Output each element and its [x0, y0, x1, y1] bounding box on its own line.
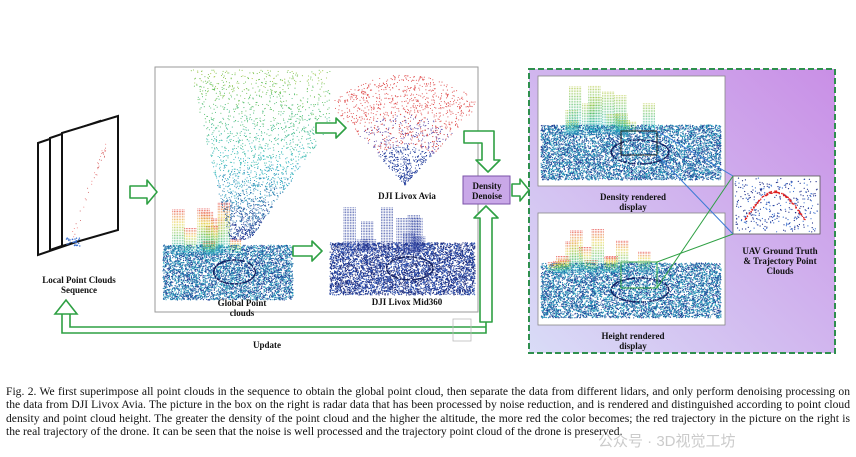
zoom-line: [656, 233, 734, 263]
figure-diagram: [37, 66, 836, 354]
denoise-box: [462, 175, 511, 205]
label-density-display: Density rendered display: [598, 192, 668, 212]
figure-caption: Fig. 2. We first superimpose all point c…: [6, 385, 850, 439]
label-denoise: Density Denoise: [465, 181, 509, 201]
label-height-display: Height rendered display: [598, 331, 668, 351]
label-update: Update: [245, 340, 289, 350]
watermark: 公众号 · 3D视觉工坊: [598, 430, 736, 451]
avia-point-cloud: [334, 74, 476, 186]
zoom-line: [656, 154, 734, 235]
mid360-scene: [329, 207, 476, 296]
label-uav-truth: UAV Ground Truth & Trajectory Point Clou…: [738, 246, 822, 276]
height-scene: [540, 229, 722, 319]
zoom-box-height: [620, 261, 658, 289]
zoom-box-density: [620, 130, 658, 156]
label-global: Global Point clouds: [214, 298, 270, 318]
local-frames: [37, 114, 119, 257]
label-avia: DJI Livox Avia: [362, 191, 452, 201]
uav-closeup-image: [732, 175, 821, 235]
density-scene: [540, 85, 722, 181]
label-mid360: DJI Livox Mid360: [357, 297, 457, 307]
update-arrow: [53, 298, 487, 342]
global-scene: [162, 202, 294, 301]
uav-closeup: [734, 177, 819, 233]
global-point-cloud: [190, 69, 331, 241]
flow-arrows: [129, 117, 530, 323]
zoom-line: [656, 130, 734, 177]
label-local-sequence: Local Point Clouds Sequence: [30, 275, 128, 295]
zoom-line: [656, 175, 734, 289]
